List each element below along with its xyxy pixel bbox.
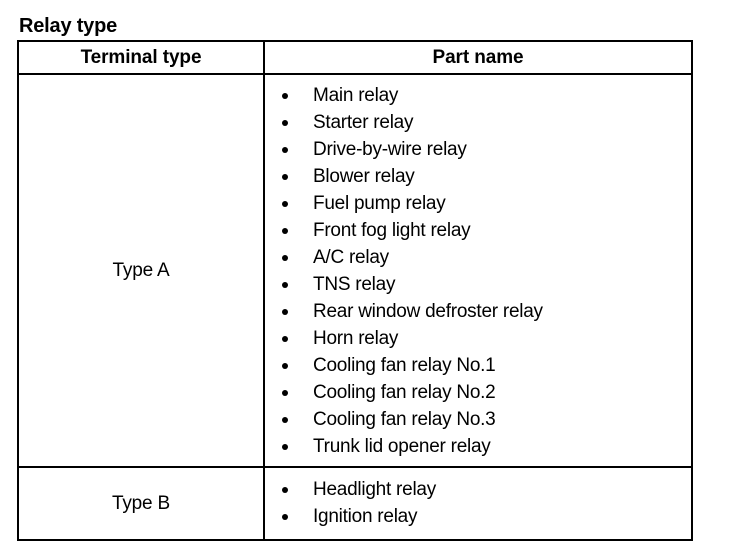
part-name-label: Cooling fan relay No.1 [313, 355, 496, 376]
table-row: Type A Main relay Starter relay Drive-by… [17, 73, 693, 468]
bullet-icon [282, 92, 288, 99]
part-name-label: Cooling fan relay No.3 [313, 409, 496, 430]
column-header-terminal-type: Terminal type [17, 40, 265, 75]
part-name-label: Headlight relay [313, 479, 436, 500]
list-item: Cooling fan relay No.1 [265, 352, 691, 379]
list-item: Front fog light relay [265, 217, 691, 244]
list-item: Trunk lid opener relay [265, 433, 691, 460]
part-name-label: Horn relay [313, 328, 399, 349]
terminal-type-cell-type-a: Type A [17, 73, 265, 468]
part-name-label: Cooling fan relay No.2 [313, 382, 496, 403]
list-item: Cooling fan relay No.3 [265, 406, 691, 433]
part-name-label: Trunk lid opener relay [313, 436, 491, 457]
bullet-icon [282, 254, 288, 261]
bullet-icon [282, 227, 288, 234]
bullet-icon [282, 389, 288, 396]
part-name-label: Front fog light relay [313, 220, 471, 241]
part-name-label: Blower relay [313, 166, 415, 187]
list-item: Horn relay [265, 325, 691, 352]
list-item: Cooling fan relay No.2 [265, 379, 691, 406]
part-name-label: TNS relay [313, 274, 396, 295]
bullet-icon [282, 119, 288, 126]
bullet-icon [282, 335, 288, 342]
bullet-icon [282, 362, 288, 369]
part-name-label: Main relay [313, 85, 399, 106]
part-list-type-b: Headlight relay Ignition relay [265, 468, 691, 539]
part-name-label: Drive-by-wire relay [313, 139, 467, 160]
bullet-icon [282, 308, 288, 315]
relay-type-table: Terminal type Part name Type A Main rela… [17, 40, 693, 541]
table-row: Type B Headlight relay Ignition relay [17, 466, 693, 541]
bullet-icon [282, 200, 288, 207]
part-name-label: A/C relay [313, 247, 389, 268]
list-item: Rear window defroster relay [265, 298, 691, 325]
part-name-label: Fuel pump relay [313, 193, 446, 214]
list-item: TNS relay [265, 271, 691, 298]
bullet-icon [282, 281, 288, 288]
list-item: Fuel pump relay [265, 190, 691, 217]
bullet-icon [282, 146, 288, 153]
part-name-cell-type-a: Main relay Starter relay Drive-by-wire r… [263, 73, 693, 468]
terminal-type-cell-type-b: Type B [17, 466, 265, 541]
bullet-icon [282, 416, 288, 423]
part-name-label: Ignition relay [313, 506, 418, 527]
part-name-label: Starter relay [313, 112, 414, 133]
column-header-part-name: Part name [263, 40, 693, 75]
list-item: Starter relay [265, 109, 691, 136]
list-item: Blower relay [265, 163, 691, 190]
part-name-cell-type-b: Headlight relay Ignition relay [263, 466, 693, 541]
part-list-type-a: Main relay Starter relay Drive-by-wire r… [265, 75, 691, 466]
bullet-icon [282, 443, 288, 450]
list-item: Drive-by-wire relay [265, 136, 691, 163]
bullet-icon [282, 513, 288, 520]
list-item: Headlight relay [265, 476, 691, 503]
list-item: Main relay [265, 82, 691, 109]
list-item: A/C relay [265, 244, 691, 271]
table-header: Terminal type Part name [17, 40, 693, 75]
bullet-icon [282, 173, 288, 180]
table-body: Type A Main relay Starter relay Drive-by… [17, 73, 693, 541]
list-item: Ignition relay [265, 503, 691, 530]
table-header-row: Terminal type Part name [17, 40, 693, 75]
part-name-label: Rear window defroster relay [313, 301, 543, 322]
page-title: Relay type [19, 15, 118, 38]
bullet-icon [282, 486, 288, 493]
